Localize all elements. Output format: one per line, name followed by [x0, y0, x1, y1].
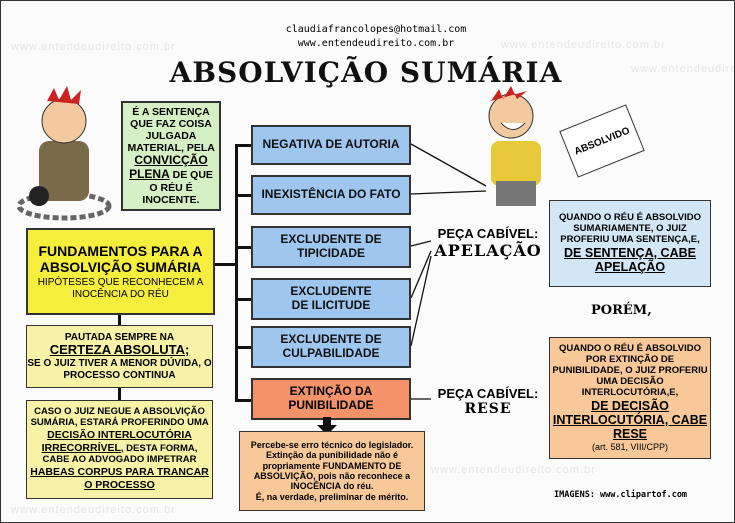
- interlocutoria-box: QUANDO O RÉU É ABSOLVIDO POR EXTINÇÃO DE…: [549, 337, 711, 459]
- speech-bubble: É A SENTENÇA QUE FAZ COISA JULGADA MATER…: [121, 101, 221, 211]
- peca-apelacao-label: PEÇA CABÍVEL:: [437, 226, 539, 241]
- watermark: www.entendeudireito.com.br: [11, 504, 176, 516]
- extincao-note-text: Percebe-se erro técnico do legislador. E…: [250, 439, 414, 492]
- watermark: www.entendeudireito.com.br: [631, 63, 734, 75]
- certeza-box: PAUTADA SEMPRE NA CERTEZA ABSOLUTA; SE O…: [26, 325, 213, 388]
- fundamentos-subtitle: HIPÓTESES QUE RECONHECEM A INOCÊNCIA DO …: [37, 277, 204, 300]
- hypothesis-tipicidade: EXCLUDENTE DE TIPICIDADE: [251, 226, 411, 268]
- peca-apelacao-value: APELAÇÃO: [434, 241, 542, 260]
- negativa-box: CASO O JUIZ NEGUE A ABSOLVIÇÃO SUMÁRIA, …: [26, 400, 213, 499]
- sentenca-text: QUANDO O RÉU É ABSOLVIDO SUMARIAMENTE, O…: [559, 211, 701, 245]
- porem-label: PORÉM,: [591, 303, 652, 318]
- author-email: claudiafrancolopes@hotmail.com: [285, 24, 467, 35]
- peca-rese-value: RESE: [464, 401, 512, 417]
- negativa-emphasis: DECISÃO INTERLOCUTÓRIA IRRECORRÍVEL: [41, 429, 192, 455]
- extincao-note-text-2: É, na verdade, preliminar de mérito.: [255, 491, 409, 502]
- speech-emphasis: CONVICÇÃO PLENA: [129, 153, 208, 182]
- speech-text-end: DE QUE O RÉU É INOCENTE.: [142, 169, 213, 206]
- happy-man-icon: [488, 86, 541, 206]
- negativa-text: CASO O JUIZ NEGUE A ABSOLVIÇÃO SUMÁRIA, …: [30, 406, 209, 429]
- sentenca-box: QUANDO O RÉU É ABSOLVIDO SUMARIAMENTE, O…: [549, 200, 711, 287]
- interlocutoria-text: QUANDO O RÉU É ABSOLVIDO POR EXTINÇÃO DE…: [552, 342, 708, 398]
- habeas-corpus-emphasis: HABEAS CORPUS PARA TRANCAR O PROCESSO: [30, 465, 209, 491]
- certeza-text-2: SE O JUIZ TIVER A MENOR DÚVIDA, O PROCES…: [27, 358, 212, 381]
- interlocutoria-emphasis: DE DECISÃO INTERLOCUTÓRIA, CABE RESE: [552, 398, 708, 442]
- watermark: www.entendeudireito.com.br: [431, 464, 596, 476]
- fundamentos-title: FUNDAMENTOS PARA A ABSOLVIÇÃO SUMÁRIA: [38, 242, 203, 275]
- hypothesis-negativa-autoria: NEGATIVA DE AUTORIA: [251, 125, 411, 165]
- hypothesis-ilicitude: EXCLUDENTE DE ILICITUDE: [251, 278, 411, 320]
- page-title: ABSOLVIÇÃO SUMÁRIA: [169, 56, 563, 89]
- negativa-text-2: , DESTA FORMA, CABE AO ADVOGADO IMPETRAR: [42, 443, 198, 465]
- certeza-emphasis: CERTEZA ABSOLUTA;: [49, 342, 190, 358]
- site-url: www.entendeudireito.com.br: [297, 38, 455, 49]
- legal-reference: (art. 581, VIII/CPP): [591, 441, 669, 452]
- extincao-note: Percebe-se erro técnico do legislador. E…: [239, 431, 425, 511]
- arrow-down-icon: [317, 417, 337, 435]
- absolvido-sign-text: ABSOLVIDO: [572, 124, 632, 158]
- worried-man-chained-icon: [16, 86, 112, 221]
- hypothesis-inexistencia-fato: INEXISTÊNCIA DO FATO: [251, 175, 411, 215]
- fundamentos-box: FUNDAMENTOS PARA A ABSOLVIÇÃO SUMÁRIA HI…: [26, 228, 215, 315]
- certeza-text: PAUTADA SEMPRE NA: [64, 331, 175, 343]
- speech-text: É A SENTENÇA QUE FAZ COISA JULGADA MATER…: [127, 106, 215, 155]
- hypothesis-culpabilidade: EXCLUDENTE DE CULPABILIDADE: [251, 326, 411, 368]
- hypothesis-extincao-punibilidade: EXTINÇÃO DA PUNIBILIDADE: [251, 378, 411, 420]
- sentenca-emphasis: DE SENTENÇA, CABE APELAÇÃO: [564, 245, 696, 274]
- peca-rese-label: PEÇA CABÍVEL:: [437, 386, 539, 401]
- image-credits: IMAGENS: www.clipartof.com: [554, 490, 688, 500]
- watermark: www.entendeudireito.com.br: [11, 41, 176, 53]
- watermark: www.entendeudireito.com.br: [501, 39, 666, 51]
